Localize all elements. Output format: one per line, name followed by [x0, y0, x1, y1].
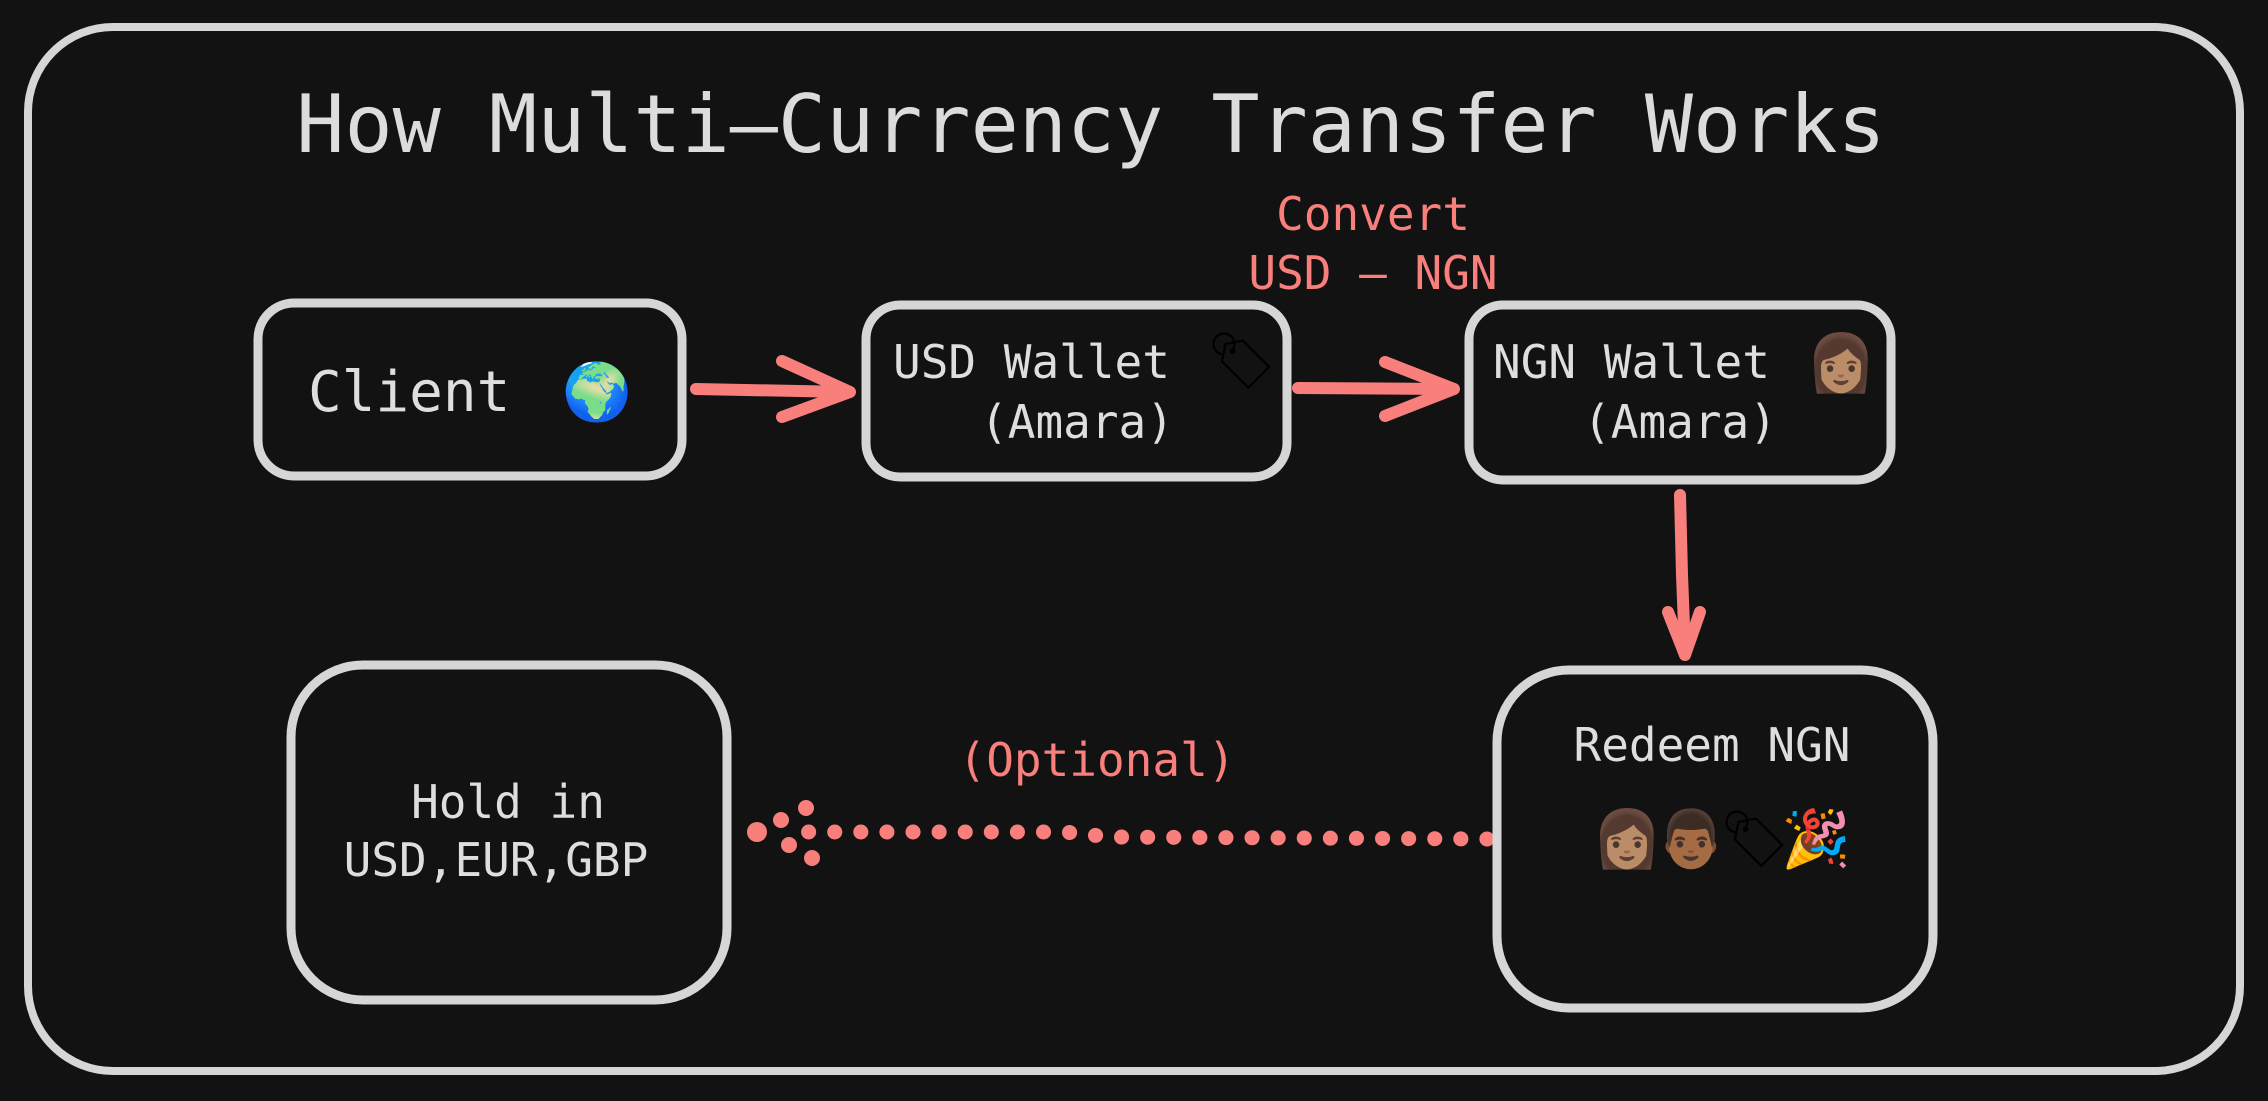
- diagram-title: How Multi–Currency Transfer Works: [296, 78, 1885, 171]
- node-usd-wallet: USD Wallet 🏷 (Amara): [861, 300, 1292, 482]
- usd-wallet-label: USD Wallet: [893, 335, 1170, 389]
- node-client: Client 🌍: [253, 298, 687, 481]
- woman-icon: 👩🏽: [1592, 807, 1662, 872]
- arrow-client-to-usd-wallet: [690, 355, 856, 423]
- redeem-ngn-label: Redeem NGN: [1574, 718, 1851, 772]
- ngn-wallet-owner: (Amara): [1583, 395, 1777, 449]
- optional-label: (Optional): [959, 733, 1236, 787]
- globe-icon: 🌍: [562, 360, 632, 425]
- wallet-tag-icon: 🏷: [1719, 807, 1790, 872]
- arrow-usd-to-ngn-wallet: [1292, 356, 1460, 422]
- node-hold-currencies: Hold in USD,EUR,GBP: [286, 660, 732, 1005]
- party-popper-icon: 🎉: [1781, 807, 1851, 872]
- usd-wallet-owner: (Amara): [980, 395, 1174, 449]
- diagram-frame: [24, 23, 2244, 1075]
- client-label: Client: [308, 360, 510, 425]
- convert-currency-label: USD – NGN: [1248, 246, 1497, 300]
- ngn-wallet-label: NGN Wallet: [1493, 335, 1770, 389]
- hold-label: Hold in: [411, 775, 605, 829]
- wallet-tag-icon: 🏷: [1206, 329, 1277, 394]
- convert-label: Convert: [1276, 187, 1470, 241]
- node-redeem-ngn: Redeem NGN 👩🏽 👨🏾 🏷 🎉: [1492, 665, 1938, 1013]
- woman-icon: 👩🏽: [1806, 331, 1876, 396]
- arrow-ngn-wallet-to-redeem: [1662, 489, 1706, 661]
- node-ngn-wallet: NGN Wallet 👩🏽 (Amara): [1464, 300, 1896, 485]
- hold-currencies-label: USD,EUR,GBP: [344, 833, 649, 887]
- man-icon: 👨🏾: [1656, 807, 1726, 872]
- optional-dotted-arrow: [747, 800, 1495, 866]
